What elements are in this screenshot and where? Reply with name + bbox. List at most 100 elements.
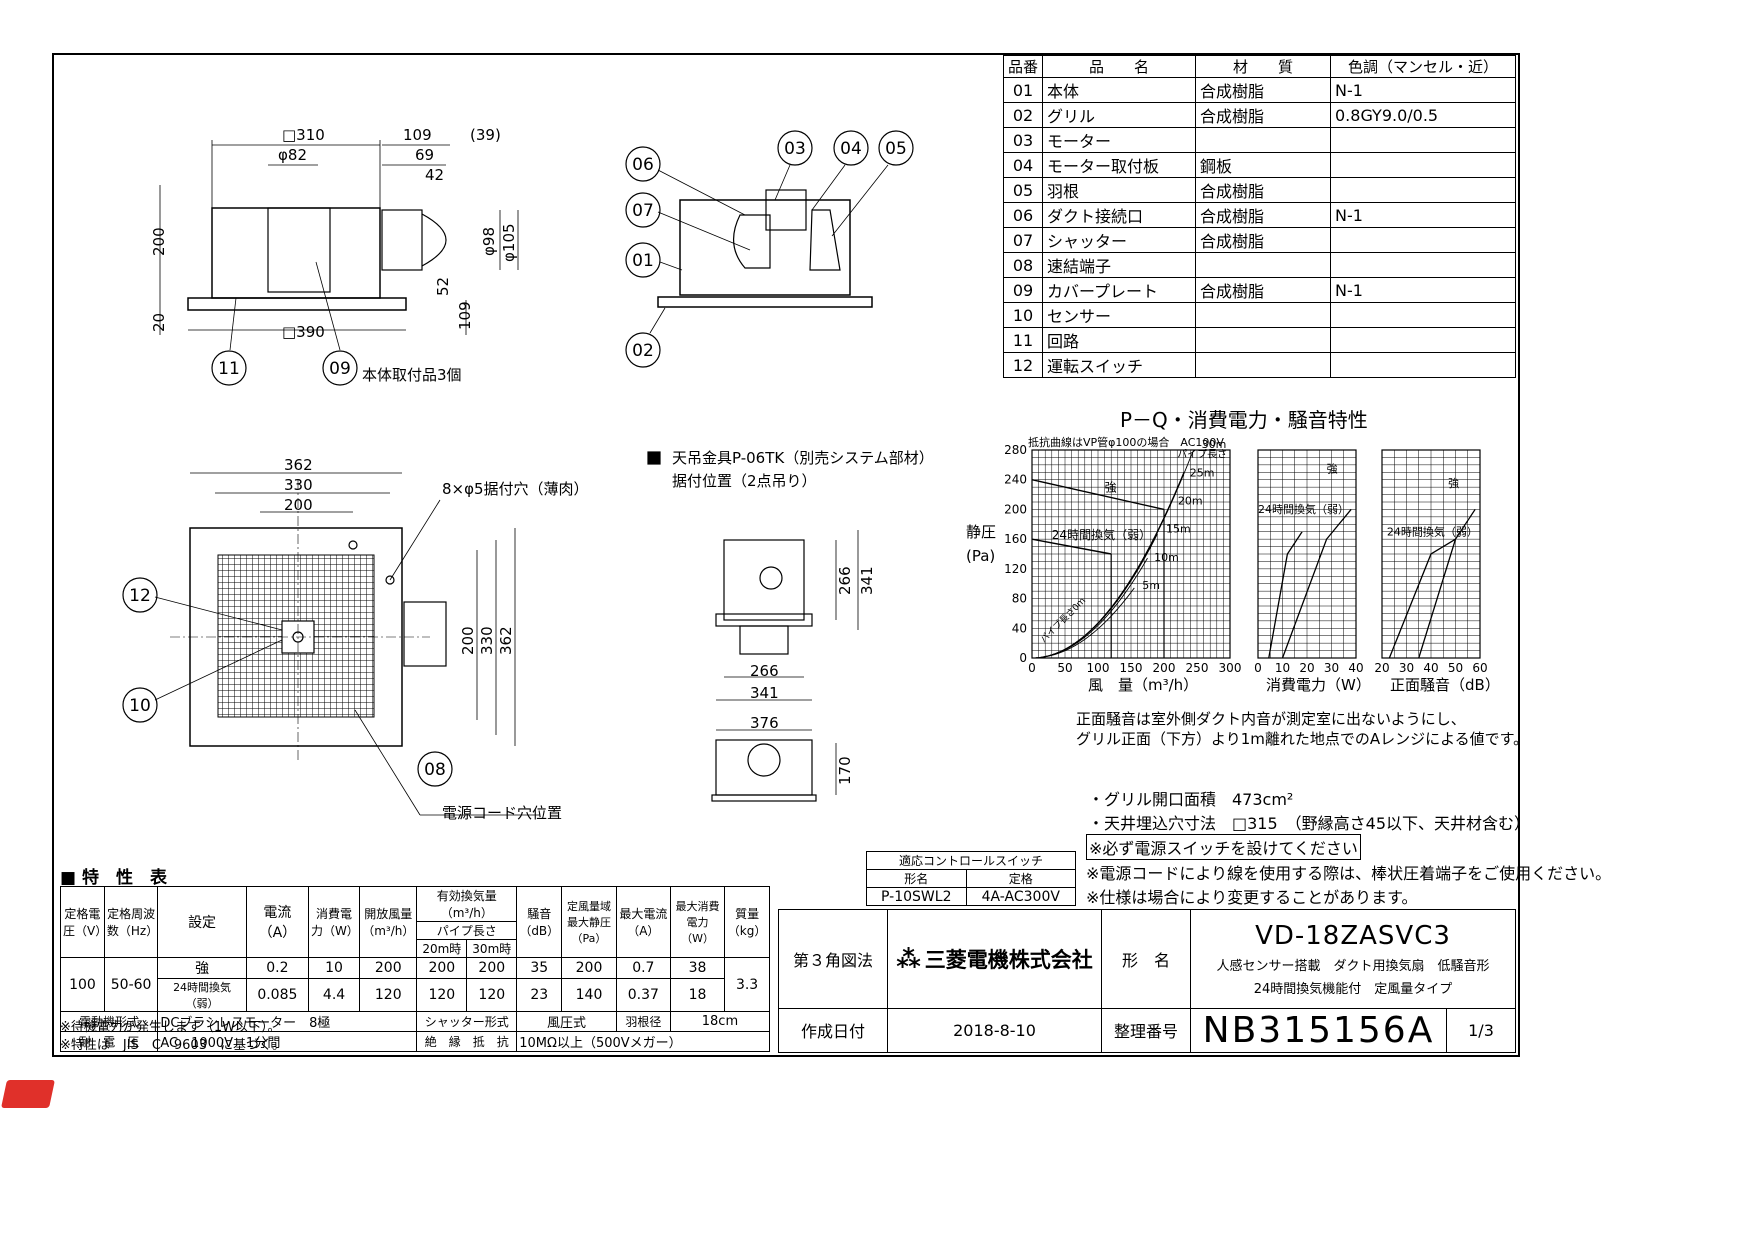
spec-blade-label: 羽根径 xyxy=(615,1011,671,1032)
dim-52: 52 xyxy=(434,277,452,296)
resistance-zero-label: パイプ長さ0m xyxy=(1038,595,1088,645)
spec-motor-label: 電動機形式 xyxy=(59,1011,159,1032)
company-cell: ⁂三菱電機株式会社 xyxy=(887,909,1102,1009)
spec-h-30m: 30m時 xyxy=(466,939,518,958)
part-material: 合成樹脂 xyxy=(1195,277,1331,303)
spec-cell: 18 xyxy=(669,978,726,1012)
part-color: N-1 xyxy=(1330,277,1516,303)
resistance-label: 10m xyxy=(1154,551,1179,564)
spec-h-pipe: パイプ長さ xyxy=(416,921,518,940)
part-no: 12 xyxy=(1003,352,1043,378)
part-no: 01 xyxy=(1003,77,1043,103)
spec-mass: 3.3 xyxy=(724,957,770,1012)
noise-label-weak: 24時間換気（弱） xyxy=(1387,524,1478,538)
part-color xyxy=(1330,152,1516,178)
pq-x-tick: 50 xyxy=(1057,661,1072,675)
part-no: 09 xyxy=(1003,277,1043,303)
model-desc-2: 24時間換気機能付 定風量タイプ xyxy=(1253,981,1453,997)
spec-cell: 120 xyxy=(416,978,468,1012)
hanger-dim-341: 341 xyxy=(858,566,876,595)
projection-method: 第３角図法 xyxy=(778,909,888,1009)
power-frame xyxy=(1257,449,1357,659)
spec-freq: 50-60 xyxy=(103,957,159,1012)
part-color xyxy=(1330,177,1516,203)
pq-x-tick: 0 xyxy=(1028,661,1036,675)
side-view-body xyxy=(211,207,381,299)
part-material xyxy=(1195,252,1331,278)
spec-footnote-1: ※待機電力が発生します（1W以下）。 xyxy=(60,1020,281,1035)
control-switch-title: 適応コントロールスイッチ xyxy=(866,851,1076,870)
spec-setting-weak: 24時間換気（弱） xyxy=(157,978,247,1012)
power-label-weak: 24時間換気（弱） xyxy=(1258,502,1349,516)
part-color xyxy=(1330,302,1516,328)
part-no: 02 xyxy=(1003,102,1043,128)
spec-cell: 23 xyxy=(516,978,563,1012)
noise-x-tick: 50 xyxy=(1448,661,1463,675)
part-color: N-1 xyxy=(1330,202,1516,228)
hanger-dim-170: 170 xyxy=(836,756,854,785)
dim-69: 69 xyxy=(415,146,434,164)
spec-cell: 200 xyxy=(359,957,418,979)
balloon-label-05: 05 xyxy=(885,139,907,159)
part-no: 04 xyxy=(1003,152,1043,178)
hanger-view-top xyxy=(723,539,805,621)
pq-x-tick: 100 xyxy=(1087,661,1110,675)
part-material xyxy=(1195,302,1331,328)
part-material xyxy=(1195,127,1331,153)
chart-title: P－Q・消費電力・騒音特性 xyxy=(1120,408,1368,432)
balloon-07 xyxy=(625,192,661,228)
parts-table-header: 品番 品 名 材 質 色調（マンセル・近） xyxy=(1003,55,1516,78)
part-material: 合成樹脂 xyxy=(1195,177,1331,203)
pq-series-label: 強 xyxy=(1105,481,1117,495)
plan-dim-200: 200 xyxy=(284,496,313,514)
hanger-dim-376: 376 xyxy=(750,714,779,732)
balloon-label-02: 02 xyxy=(632,341,654,361)
pq-x-tick: 250 xyxy=(1186,661,1209,675)
mount-note: 本体取付品3個 xyxy=(362,366,462,384)
resistance-label: 25m xyxy=(1190,466,1215,479)
pq-ylabel: 静圧(Pa) xyxy=(966,523,997,565)
spec-cell: 35 xyxy=(516,957,563,979)
noise-xlabel: 正面騒音（dB） xyxy=(1390,676,1500,694)
spec-shutter-label: シャッター形式 xyxy=(416,1011,518,1032)
control-switch-table: 適応コントロールスイッチ 形名 定格 P-10SWL2 4A-AC300V xyxy=(866,851,1077,906)
header-part-no: 品番 xyxy=(1003,55,1043,78)
spec-cell: 200 xyxy=(561,957,617,979)
corner-stamp-icon xyxy=(1,1080,55,1108)
date-value: 2018-8-10 xyxy=(887,1007,1102,1054)
part-name: 回路 xyxy=(1042,327,1196,353)
technical-drawings: □310 φ82 109 69 42 (39) 200 20 □390 52 1… xyxy=(122,126,934,822)
spec-cell: 0.7 xyxy=(615,957,671,979)
spec-h-20m: 20m時 xyxy=(416,939,468,958)
pq-x-tick: 300 xyxy=(1219,661,1242,675)
part-no: 11 xyxy=(1003,327,1043,353)
balloon-09 xyxy=(322,350,358,386)
control-switch-header-rating: 定格 xyxy=(965,869,1077,888)
dim-42: 42 xyxy=(425,166,444,184)
balloon-label-12: 12 xyxy=(129,586,151,606)
balloon-label-03: 03 xyxy=(784,139,806,159)
part-material: 合成樹脂 xyxy=(1195,77,1331,103)
spec-cell: 200 xyxy=(466,957,518,979)
balloon-label-08: 08 xyxy=(424,760,446,780)
power-x-tick: 10 xyxy=(1275,661,1290,675)
balloon-label-07: 07 xyxy=(632,201,654,221)
dim-box-310: □310 xyxy=(282,126,325,144)
part-color: 0.8GY9.0/0.5 xyxy=(1330,102,1516,128)
spec-h-setting: 設定 xyxy=(157,886,247,958)
spec-cell: 0.37 xyxy=(615,978,671,1012)
dim-200: 200 xyxy=(150,227,168,256)
noise-label-strong: 強 xyxy=(1448,477,1459,490)
plan-dim-362: 362 xyxy=(284,456,313,474)
pq-x-tick: 150 xyxy=(1120,661,1143,675)
sheet-number: 1/3 xyxy=(1446,1007,1516,1054)
power-switch-note: ※必ず電源スイッチを設けてください xyxy=(1086,834,1361,860)
part-name: 運転スイッチ xyxy=(1042,352,1196,378)
